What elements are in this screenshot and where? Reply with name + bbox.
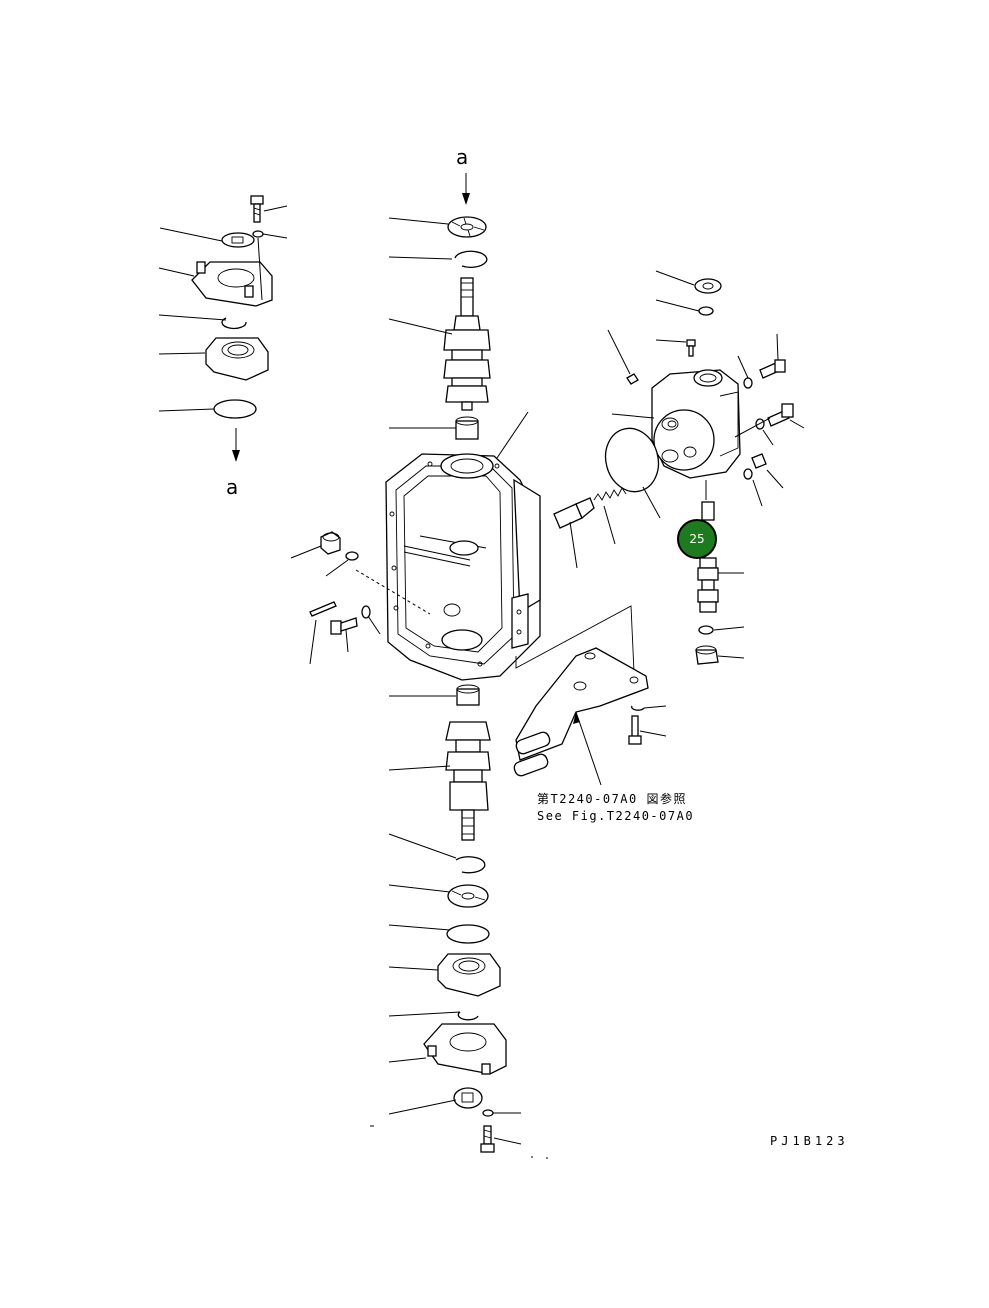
arrow-label-top: a [456, 145, 468, 169]
callout-marker-25[interactable]: 25 [677, 519, 717, 559]
bolt-pump-right-2 [767, 403, 794, 427]
seal-pump-top [694, 278, 722, 294]
washer-pump-right-2 [755, 418, 765, 430]
bearing-housing-left [205, 337, 269, 381]
bolt-side-left [330, 617, 358, 635]
pump-body [651, 369, 741, 479]
washer-pump-right-1 [743, 377, 753, 389]
flange-plate-left [191, 261, 273, 307]
snap-ring-bracket [631, 705, 645, 711]
plug-pump-right [751, 453, 767, 469]
main-housing [385, 411, 541, 681]
seal-bottom [453, 1087, 483, 1109]
washer-top-left [252, 230, 264, 238]
needle-bearing-bottom [456, 684, 480, 706]
snap-ring-top [454, 250, 488, 268]
snap-ring-left [221, 317, 247, 330]
bearing-housing-bottom [437, 953, 501, 997]
reference-note-en: See Fig.T2240-07A0 [537, 809, 694, 823]
arrow-label-left: a [226, 475, 238, 499]
bearing-bottom [447, 884, 489, 908]
camshaft-upper [443, 277, 491, 411]
bolt-pump-right-1 [759, 359, 786, 379]
o-ring-left [213, 399, 257, 419]
bearing-top [447, 216, 487, 238]
reference-note-jp: 第T2240-07A0 図参照 [537, 791, 687, 806]
figure-code: PJ1B123 [770, 1134, 849, 1148]
pump-assembly-right [553, 270, 805, 665]
spring-valve [593, 487, 627, 501]
plug-pump-top [698, 306, 714, 316]
washer-bottom [482, 1109, 494, 1117]
left-flange-assembly: a [158, 195, 288, 499]
plug-left [320, 531, 341, 555]
valve-spool [553, 497, 595, 529]
bolt-pump-small [686, 339, 696, 357]
o-ring-bottom [446, 924, 490, 944]
gasket-pump [604, 427, 660, 493]
flange-plate-bottom [423, 1023, 507, 1075]
bracket-reference: 第T2240-07A0 図参照 See Fig.T2240-07A0 [513, 605, 694, 823]
seal-left [221, 232, 255, 248]
pin-pump [626, 373, 639, 385]
valve-assembly-vertical [695, 501, 719, 665]
o-ring-plug [345, 551, 359, 561]
bolt-bottom [480, 1125, 495, 1153]
washer-side-left [361, 605, 371, 619]
housing-side-parts [290, 531, 431, 665]
snap-ring-bottom-2 [457, 1011, 479, 1021]
lower-shaft-assembly [370, 684, 548, 1159]
upper-shaft-assembly: a [388, 145, 491, 440]
pin-left [309, 601, 337, 617]
o-ring-pump-right [743, 468, 753, 480]
snap-ring-bottom [455, 856, 486, 874]
callout-number: 25 [689, 532, 704, 546]
bolt-top-left [250, 195, 264, 223]
bolt-bracket [628, 715, 642, 745]
camshaft-lower [445, 721, 491, 841]
needle-bearing-top [455, 416, 479, 440]
